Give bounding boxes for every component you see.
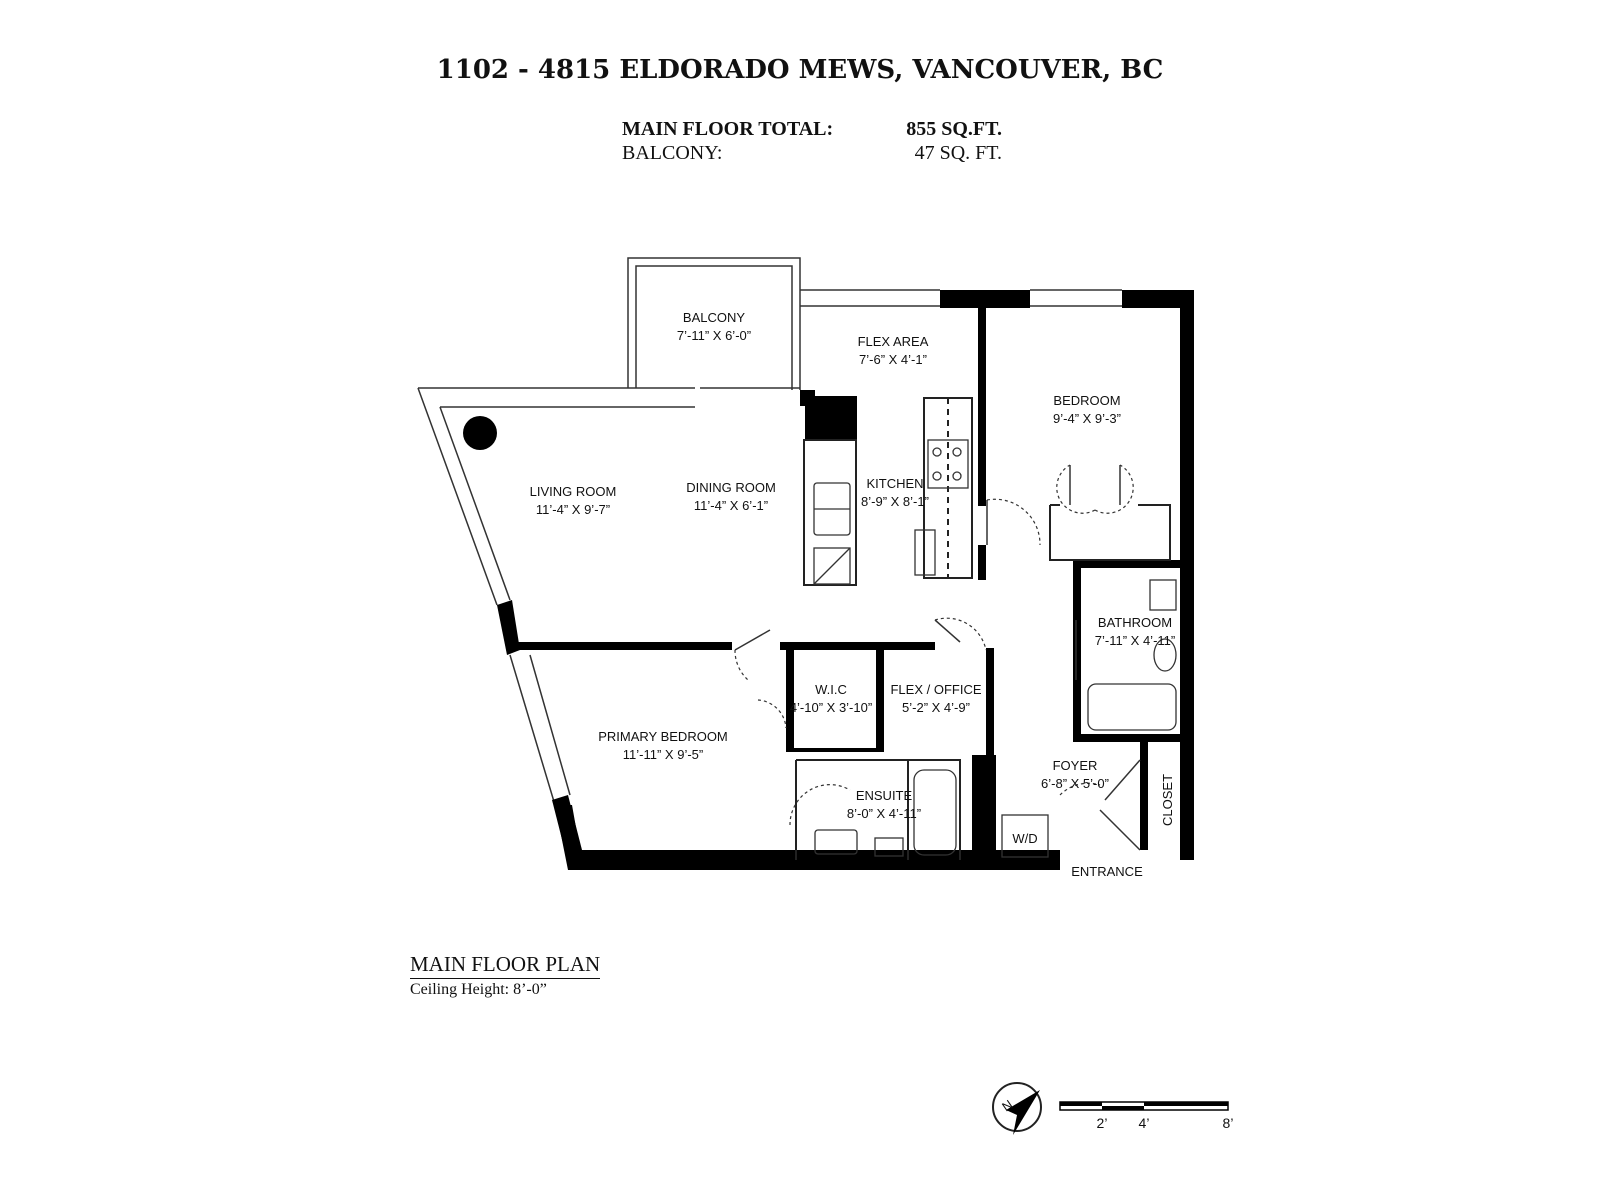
bathroom-sink-icon xyxy=(1149,579,1177,611)
scale-tick-2: 2’ xyxy=(1097,1115,1108,1131)
area-totals: MAIN FLOOR TOTAL: 855 SQ.FT. BALCONY: 47… xyxy=(622,118,1002,166)
balcony-total-value: 47 SQ. FT. xyxy=(914,142,1002,164)
room-name-balcony: BALCONY xyxy=(683,310,745,325)
room-name-kitchen: KITCHEN xyxy=(866,476,923,491)
room-dims-living-room: 11’-4” X 9’-7” xyxy=(536,502,610,517)
main-floor-total-value: 855 SQ.FT. xyxy=(906,118,1002,140)
page-title: 1102 - 4815 ELDORADO MEWS, VANCOUVER, BC xyxy=(436,55,1164,85)
fixtures xyxy=(813,439,1177,858)
room-name-wic: W.I.C xyxy=(815,682,847,697)
stove-icon xyxy=(927,439,969,489)
ensuite-toilet-icon xyxy=(874,837,904,857)
dishwasher-icon xyxy=(813,547,851,585)
room-name-primary-bedroom: PRIMARY BEDROOM xyxy=(598,729,728,744)
compass-ring xyxy=(992,1082,1042,1132)
room-name-entrance: ENTRANCE xyxy=(1071,864,1143,879)
room-name-bathroom: BATHROOM xyxy=(1098,615,1172,630)
room-dims-foyer: 6’-8” X 5’-0” xyxy=(1041,776,1109,791)
room-dims-primary-bedroom: 11’-11” X 9’-5” xyxy=(623,747,703,762)
door-swings xyxy=(734,464,1134,826)
room-name-wd: W/D xyxy=(1012,831,1037,846)
thick-walls xyxy=(497,290,1194,870)
window-walls xyxy=(417,289,1122,806)
room-dims-flex-area: 7’-6” X 4’-1” xyxy=(859,352,927,367)
main-floor-total-label: MAIN FLOOR TOTAL: xyxy=(622,118,834,140)
room-name-flex-office: FLEX / OFFICE xyxy=(890,682,981,697)
compass: N xyxy=(992,1082,1042,1135)
room-name-bedroom: BEDROOM xyxy=(1053,393,1120,408)
balcony-outline xyxy=(627,257,801,390)
plan-caption-subtitle: Ceiling Height: 8’-0” xyxy=(410,981,547,998)
scale-tick-4: 4’ xyxy=(1139,1115,1150,1131)
room-dims-dining-room: 11’-4” X 6’-1” xyxy=(694,498,768,513)
room-name-foyer: FOYER xyxy=(1053,758,1098,773)
plan-caption: MAIN FLOOR PLAN Ceiling Height: 8’-0” xyxy=(410,952,601,999)
scale-tick-8: 8’ xyxy=(1223,1115,1234,1131)
room-dims-balcony: 7’-11” X 6’-0” xyxy=(677,328,751,343)
fridge-icon xyxy=(914,529,936,576)
room-dims-bedroom: 9’-4” X 9’-3” xyxy=(1053,411,1121,426)
column-icon xyxy=(463,416,497,450)
main-floor-total-row: MAIN FLOOR TOTAL: 855 SQ.FT. xyxy=(622,118,1002,142)
bathroom-toilet-icon xyxy=(1153,638,1177,672)
balcony-total-label: BALCONY: xyxy=(622,142,723,164)
plan-caption-title: MAIN FLOOR PLAN xyxy=(410,952,601,979)
balcony-total-row: BALCONY: 47 SQ. FT. xyxy=(622,142,1002,166)
ensuite-tub-icon xyxy=(913,769,957,856)
room-dims-flex-office: 5’-2” X 4’-9” xyxy=(902,700,970,715)
room-name-ensuite: ENSUITE xyxy=(856,788,913,803)
bathtub-icon xyxy=(1087,683,1177,731)
ensuite-sink-icon xyxy=(814,829,858,855)
room-dims-wic: 4’-10” X 3’-10” xyxy=(790,700,872,715)
north-arrow-icon xyxy=(1006,1090,1040,1135)
room-name-closet: CLOSET xyxy=(1160,774,1175,826)
room-labels: BALCONY 7’-11” X 6’-0” FLEX AREA 7’-6” X… xyxy=(530,310,1176,879)
room-dims-kitchen: 8’-9” X 8’-1” xyxy=(861,494,929,509)
room-name-living-room: LIVING ROOM xyxy=(530,484,617,499)
door-leaves xyxy=(700,387,1141,851)
room-dims-bathroom: 7’-11” X 4’-11” xyxy=(1095,633,1175,648)
room-name-dining-room: DINING ROOM xyxy=(686,480,776,495)
scale-bar: 2’ 4’ 8’ xyxy=(1059,1101,1234,1131)
washer-dryer-icon xyxy=(1001,814,1049,858)
room-name-flex-area: FLEX AREA xyxy=(858,334,929,349)
room-dims-ensuite: 8’-0” X 4’-11” xyxy=(847,806,921,821)
